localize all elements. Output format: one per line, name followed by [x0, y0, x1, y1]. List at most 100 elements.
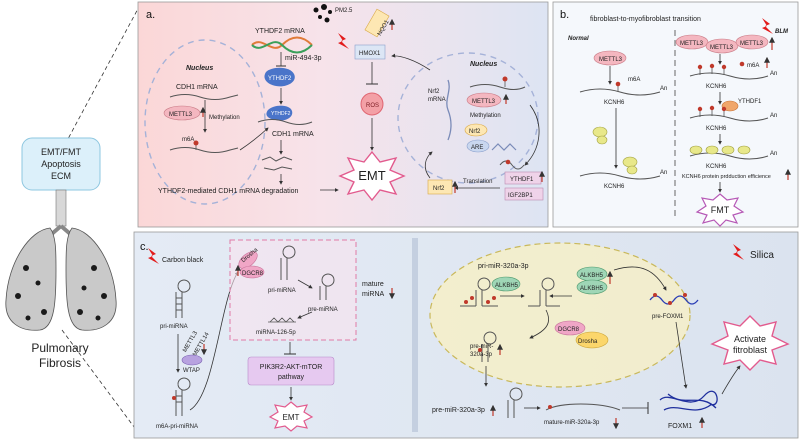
mir126-label: miRNA-126-5p [256, 330, 296, 336]
ythdf2-protein-label: YTHDF2 [268, 76, 292, 82]
pathway-line-2: pathway [278, 374, 305, 381]
mettl3-label-blm-2: METTL3 [710, 45, 734, 51]
pathway-box [247, 356, 335, 386]
m6a-dot-normal [615, 81, 621, 87]
panel-c-label: c. [140, 241, 149, 253]
pm25-label: PM2.5 [335, 8, 353, 14]
ythdf2-mrna-label: YTHDF2 mRNA [255, 28, 305, 35]
are-label: ARE [471, 145, 483, 151]
ythdf1-label: YTHDF1 [510, 177, 534, 183]
mature-mirna-strand [268, 317, 296, 323]
foxm1-to-activate-arrow [721, 365, 741, 395]
processing-arrow-r [529, 309, 549, 339]
nrf2-inner-blob [464, 123, 488, 137]
pri-mirna-hairpin-box [280, 245, 296, 280]
mir-strand [251, 41, 313, 54]
mature320-m6a-dot [548, 405, 552, 409]
lightning-icon-c1 [148, 248, 159, 264]
mettl3-blob-right [466, 92, 502, 108]
nucleus-right-outline [397, 52, 539, 184]
mettl3-blob-left [163, 105, 201, 121]
pre-to-mature-arrow [297, 311, 313, 319]
nucleus-left-outline [144, 39, 266, 205]
fibrosis-spots [15, 265, 107, 321]
pre320-line-2: 320a-3p [470, 352, 493, 358]
drosha-blob-r [575, 331, 609, 349]
hmox1-label: HMOX1 [359, 51, 381, 57]
mettl3-blob-blm-1 [675, 34, 709, 50]
panel-b: b. fibroblast-to-myofibroblast transitio… [552, 1, 799, 228]
kcnh6-strand-blm-2 [689, 114, 769, 122]
nrf2-box-label: Nrf2 [433, 186, 445, 192]
dgcr8-label-r: DGCR8 [558, 327, 580, 333]
pre320-m6a-dot [478, 348, 482, 352]
m6a-dot-blm-legend [739, 61, 745, 67]
m6a-dot-right [502, 76, 508, 82]
lightning-icon [338, 33, 349, 49]
bleomycin-label: BLM [775, 29, 789, 35]
igf2bp1-label: IGF2BP1 [508, 193, 533, 199]
pri320-m6a-dots [464, 296, 496, 304]
dashed-connector-bottom [61, 329, 141, 436]
mature-mirna-line-2: miRNA [362, 291, 384, 298]
ribosomes-normal [592, 126, 638, 175]
foxm1-tangle [659, 390, 718, 411]
wtap-blob [181, 354, 203, 366]
nrf2-mrna-line-1: Nrf2 [428, 89, 440, 95]
mettl3-label-blm-3: METTL3 [740, 41, 764, 47]
efficiency-label: KCNH6 protein prdduction efficience [682, 174, 771, 180]
mettl3-blob-normal [593, 50, 627, 66]
pri320-hairpin [460, 277, 498, 307]
organ-label-line-2: Fibrosis [39, 356, 81, 370]
pre-mirna-label: pre-miRNA [308, 307, 338, 313]
carbon-black-label: Carbon black [162, 257, 204, 264]
m6a-dot-mrna [505, 159, 511, 165]
pre320-hairpin [481, 331, 497, 362]
methylation-label-right: Methylation [470, 113, 501, 119]
methylated-mrna-strand [169, 146, 239, 154]
panel-a-label: a. [146, 9, 155, 21]
outcome-line-3: ECM [51, 171, 71, 181]
mature-mirna-line-1: mature [362, 281, 384, 288]
dgcr8-blob [239, 265, 265, 279]
nrf2-mrna-line-2: mRNA [428, 97, 446, 103]
mettl3-blob-blm-2 [705, 38, 739, 54]
kcnh6-label-blm-1: KCNH6 [706, 84, 727, 90]
alkbh5-label-c: ALKBH5 [580, 286, 604, 292]
nucleus-left-label: Nucleus [186, 65, 213, 72]
ythdf2-protein-shape [264, 67, 295, 87]
m6a-label-left: m6A [182, 137, 194, 143]
pathway-line-1: PIK3R2-AKT-mTOR [260, 364, 323, 371]
drosha-label-r: Drosha [578, 339, 598, 345]
m6a-label-blm: m6A [747, 63, 759, 69]
activate-line-2: fitroblast [733, 345, 768, 355]
nrf2-to-nqo1-arrow [391, 53, 431, 71]
alkbh5-blob-c [576, 279, 608, 295]
methylation-label-left: Methylation [209, 115, 240, 121]
mir-label: miR-494-3p [285, 55, 322, 62]
lightning-icon-c2 [733, 244, 744, 260]
m6a-pri-mirna-label: m6A-pri-miRNA [156, 424, 198, 430]
ythdf2-bound-label: YTHDF2 [271, 111, 291, 117]
demethylated-hairpin [528, 277, 560, 307]
kcnh6-strand-normal-2 [579, 172, 661, 180]
mettl3-label-right: METTL3 [472, 99, 496, 105]
dgcr8-label: DGCR8 [242, 271, 264, 277]
panel-c: c. Carbon black pri-miRNA METTL3 METTL14… [133, 231, 799, 439]
foxm1-label: FOXM1 [668, 423, 692, 430]
emt-starburst-c [268, 401, 314, 432]
pri-mirna-label: pri-miRNA [160, 324, 188, 330]
bound-mrna-strand [257, 118, 313, 126]
cdh1-mrna-label: CDH1 mRNA [176, 84, 218, 91]
pre-foxm1-m6a-dots [653, 293, 687, 305]
lightning-icon-b [762, 18, 773, 34]
lung-section: EMT/FMT Apoptosis ECM Pulmonary Fibrosis [5, 4, 141, 436]
silica-label: Silica [750, 250, 774, 261]
kcnh6-strand-blm-1 [689, 72, 769, 80]
pri-mirna-label-box: pri-miRNA [268, 288, 296, 294]
an-label-blm-2: An [770, 113, 777, 119]
ros-label: ROS [366, 103, 379, 109]
pre-foxm1-label: pre-FOXM1 [652, 314, 684, 320]
